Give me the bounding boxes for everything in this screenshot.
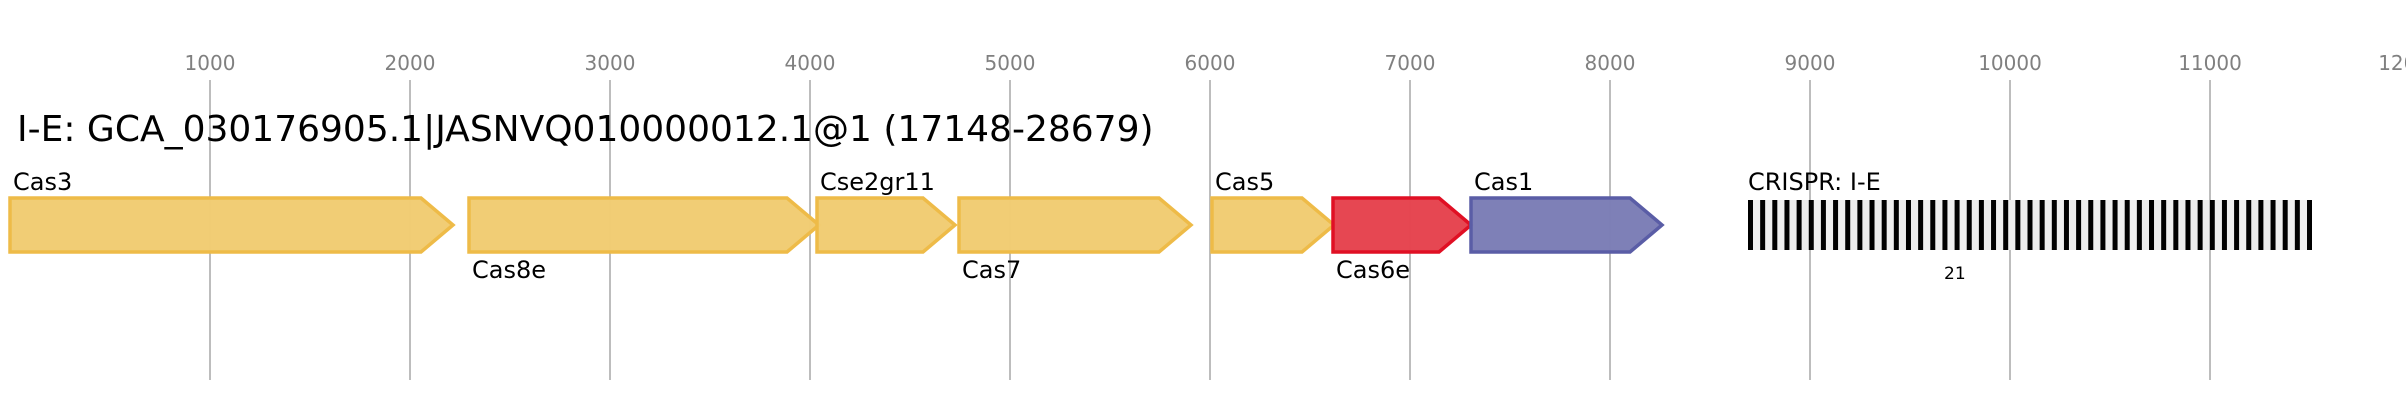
- axis-tick-label: 5000: [985, 51, 1036, 75]
- gene-arrow-cas6e[interactable]: [1331, 196, 1474, 254]
- crispr-repeat: [1784, 200, 1790, 250]
- crispr-repeat: [2209, 200, 2215, 250]
- crispr-array: CRISPR: I-E 21: [1748, 168, 2312, 284]
- crispr-repeat: [1808, 200, 1814, 250]
- axis-tick-label: 2000: [385, 51, 436, 75]
- crispr-repeat: [2246, 200, 2252, 250]
- crispr-repeat: [1893, 200, 1899, 250]
- axis-tick-label: 12000: [2378, 51, 2406, 75]
- gene-label: Cas1: [1474, 168, 1533, 196]
- crispr-repeat: [1954, 200, 1960, 250]
- gene-arrow-cas7[interactable]: [957, 196, 1194, 254]
- gene-label: Cas7: [962, 256, 1021, 284]
- crispr-repeat: [1869, 200, 1875, 250]
- gene-label: Cas3: [13, 168, 72, 196]
- crispr-repeat: [2039, 200, 2045, 250]
- gene-label: Cas6e: [1336, 256, 1410, 284]
- axis-tick-label: 4000: [785, 51, 836, 75]
- crispr-repeat: [1772, 200, 1778, 250]
- crispr-repeat: [2063, 200, 2069, 250]
- crispr-repeat: [2234, 200, 2240, 250]
- crispr-repeat: [2221, 200, 2227, 250]
- crispr-repeat: [2136, 200, 2142, 250]
- crispr-repeat: [2197, 200, 2203, 250]
- gene-arrow-cas8e[interactable]: [467, 196, 822, 254]
- crispr-repeat: [2270, 200, 2276, 250]
- crispr-repeat: [2307, 200, 2312, 250]
- crispr-repeat: [2149, 200, 2155, 250]
- crispr-repeat: [2027, 200, 2033, 250]
- axis-tick-label: 1000: [185, 51, 236, 75]
- crispr-repeat: [1978, 200, 1984, 250]
- crispr-repeat: [2088, 200, 2094, 250]
- axis-tick-label: 9000: [1785, 51, 1836, 75]
- crispr-spacer-count: 21: [1944, 264, 1966, 284]
- crispr-repeat: [1942, 200, 1948, 250]
- gene-label: Cse2gr11: [820, 168, 935, 196]
- axis-tick-label: 10000: [1978, 51, 2042, 75]
- crispr-repeat: [2173, 200, 2179, 250]
- crispr-repeat: [2294, 200, 2300, 250]
- crispr-repeat: [2124, 200, 2130, 250]
- crispr-repeat: [2015, 200, 2021, 250]
- gene-arrow-cas3[interactable]: [8, 196, 456, 254]
- axis-tick-label: 8000: [1585, 51, 1636, 75]
- locus-title: I-E: GCA_030176905.1|JASNVQ010000012.1@1…: [17, 109, 1154, 150]
- crispr-label: CRISPR: I-E: [1748, 168, 1881, 196]
- crispr-repeat: [1760, 200, 1766, 250]
- crispr-repeat: [2100, 200, 2106, 250]
- gene-arrow-cas5[interactable]: [1210, 196, 1337, 254]
- crispr-repeat: [2185, 200, 2191, 250]
- crispr-repeat: [1918, 200, 1924, 250]
- crispr-repeat: [2282, 200, 2288, 250]
- axis-tick-label: 6000: [1185, 51, 1236, 75]
- axis-tick-label: 11000: [2178, 51, 2242, 75]
- crispr-repeat: [1966, 200, 1972, 250]
- axis-tick-label: 3000: [585, 51, 636, 75]
- crispr-repeat: [2003, 200, 2009, 250]
- crispr-repeat: [1905, 200, 1911, 250]
- crispr-repeat: [1796, 200, 1802, 250]
- crispr-repeat: [2076, 200, 2082, 250]
- crispr-repeat: [1881, 200, 1887, 250]
- crispr-repeat: [1833, 200, 1839, 250]
- crispr-repeat: [1820, 200, 1826, 250]
- crispr-repeat: [2258, 200, 2264, 250]
- crispr-repeat: [2051, 200, 2057, 250]
- crispr-repeat: [2112, 200, 2118, 250]
- gene-label: Cas5: [1215, 168, 1274, 196]
- crispr-repeat: [1930, 200, 1936, 250]
- crispr-repeat: [1845, 200, 1851, 250]
- crispr-repeat: [1748, 200, 1753, 250]
- axis-tick-label: 7000: [1385, 51, 1436, 75]
- crispr-repeat: [1991, 200, 1997, 250]
- crispr-repeat: [1857, 200, 1863, 250]
- gene-arrow-cse2gr11[interactable]: [815, 196, 958, 254]
- gene-label: Cas8e: [472, 256, 546, 284]
- crispr-repeat: [2161, 200, 2167, 250]
- gene-arrow-cas1[interactable]: [1469, 196, 1665, 254]
